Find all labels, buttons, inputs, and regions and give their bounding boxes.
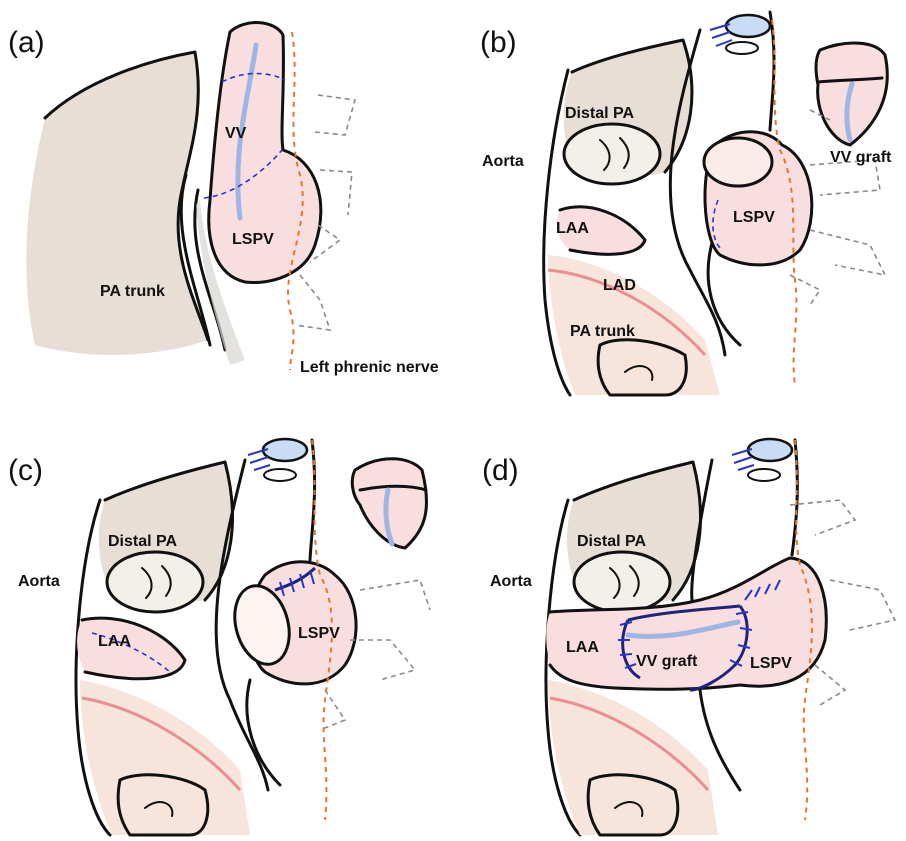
label-lspv-d: LSPV — [750, 655, 792, 672]
label-laa-c: LAA — [98, 633, 131, 650]
panel-c: (c) — [8, 439, 430, 835]
panel-a-letter: (a) — [8, 26, 45, 59]
ghost-d-3 — [815, 665, 845, 705]
mid-curve-b-3 — [770, 12, 774, 130]
label-lspv-c: LSPV — [298, 625, 340, 642]
label-distal-pa-b: Distal PA — [565, 105, 635, 122]
label-vv-graft-d: VV graft — [636, 653, 698, 670]
clamp-lower-c — [264, 469, 296, 481]
label-aorta-b: Aorta — [482, 153, 524, 170]
ghost-b-2 — [810, 230, 885, 275]
lspv-cut-end-b — [704, 138, 772, 186]
vessel-clamp-icon — [726, 15, 770, 37]
clamp-lower — [726, 42, 758, 54]
label-distal-pa-c: Distal PA — [108, 533, 178, 550]
ghost-d-1 — [790, 500, 855, 535]
laa-c — [77, 618, 185, 679]
label-laa-b: LAA — [556, 220, 589, 237]
panel-b-letter: (b) — [480, 26, 517, 59]
mid-curve-c-2 — [310, 440, 315, 560]
label-lspv-a: LSPV — [232, 231, 274, 248]
ghost-shape-4 — [295, 275, 330, 330]
label-vv: VV — [225, 125, 247, 142]
panel-b: (b) — [480, 12, 892, 395]
label-pa-trunk-a: PA trunk — [100, 283, 165, 300]
label-phrenic-nerve: Left phrenic nerve — [300, 359, 439, 376]
mid-curve-d-3 — [792, 440, 797, 555]
clamp-lower-d — [748, 469, 780, 481]
ghost-shape-2 — [320, 170, 352, 215]
label-aorta-d: Aorta — [490, 573, 532, 590]
label-vv-graft-b: VV graft — [830, 149, 892, 166]
panel-a: (a) VV LSPV PA trunk Left phrenic nerve — [8, 23, 439, 376]
panel-c-letter: (c) — [8, 454, 43, 487]
vessel-clamp-icon-d — [748, 439, 792, 461]
panel-d: (d) Distal PA Aort — [482, 439, 895, 835]
label-distal-pa-d: Distal PA — [577, 533, 647, 550]
ghost-c-1 — [360, 580, 430, 610]
label-lspv-b: LSPV — [733, 209, 775, 226]
label-laa-d: LAA — [566, 639, 599, 656]
vessel-clamp-icon-c — [263, 439, 307, 461]
label-pa-trunk-b: PA trunk — [570, 323, 635, 340]
label-lad-b: LAD — [603, 277, 636, 294]
ghost-d-2 — [830, 580, 895, 630]
ghost-shape-1 — [315, 95, 355, 135]
panel-d-letter: (d) — [482, 454, 519, 487]
mid-curve-c-3 — [247, 680, 280, 785]
label-aorta-c: Aorta — [18, 573, 60, 590]
ghost-c-2 — [350, 640, 415, 680]
